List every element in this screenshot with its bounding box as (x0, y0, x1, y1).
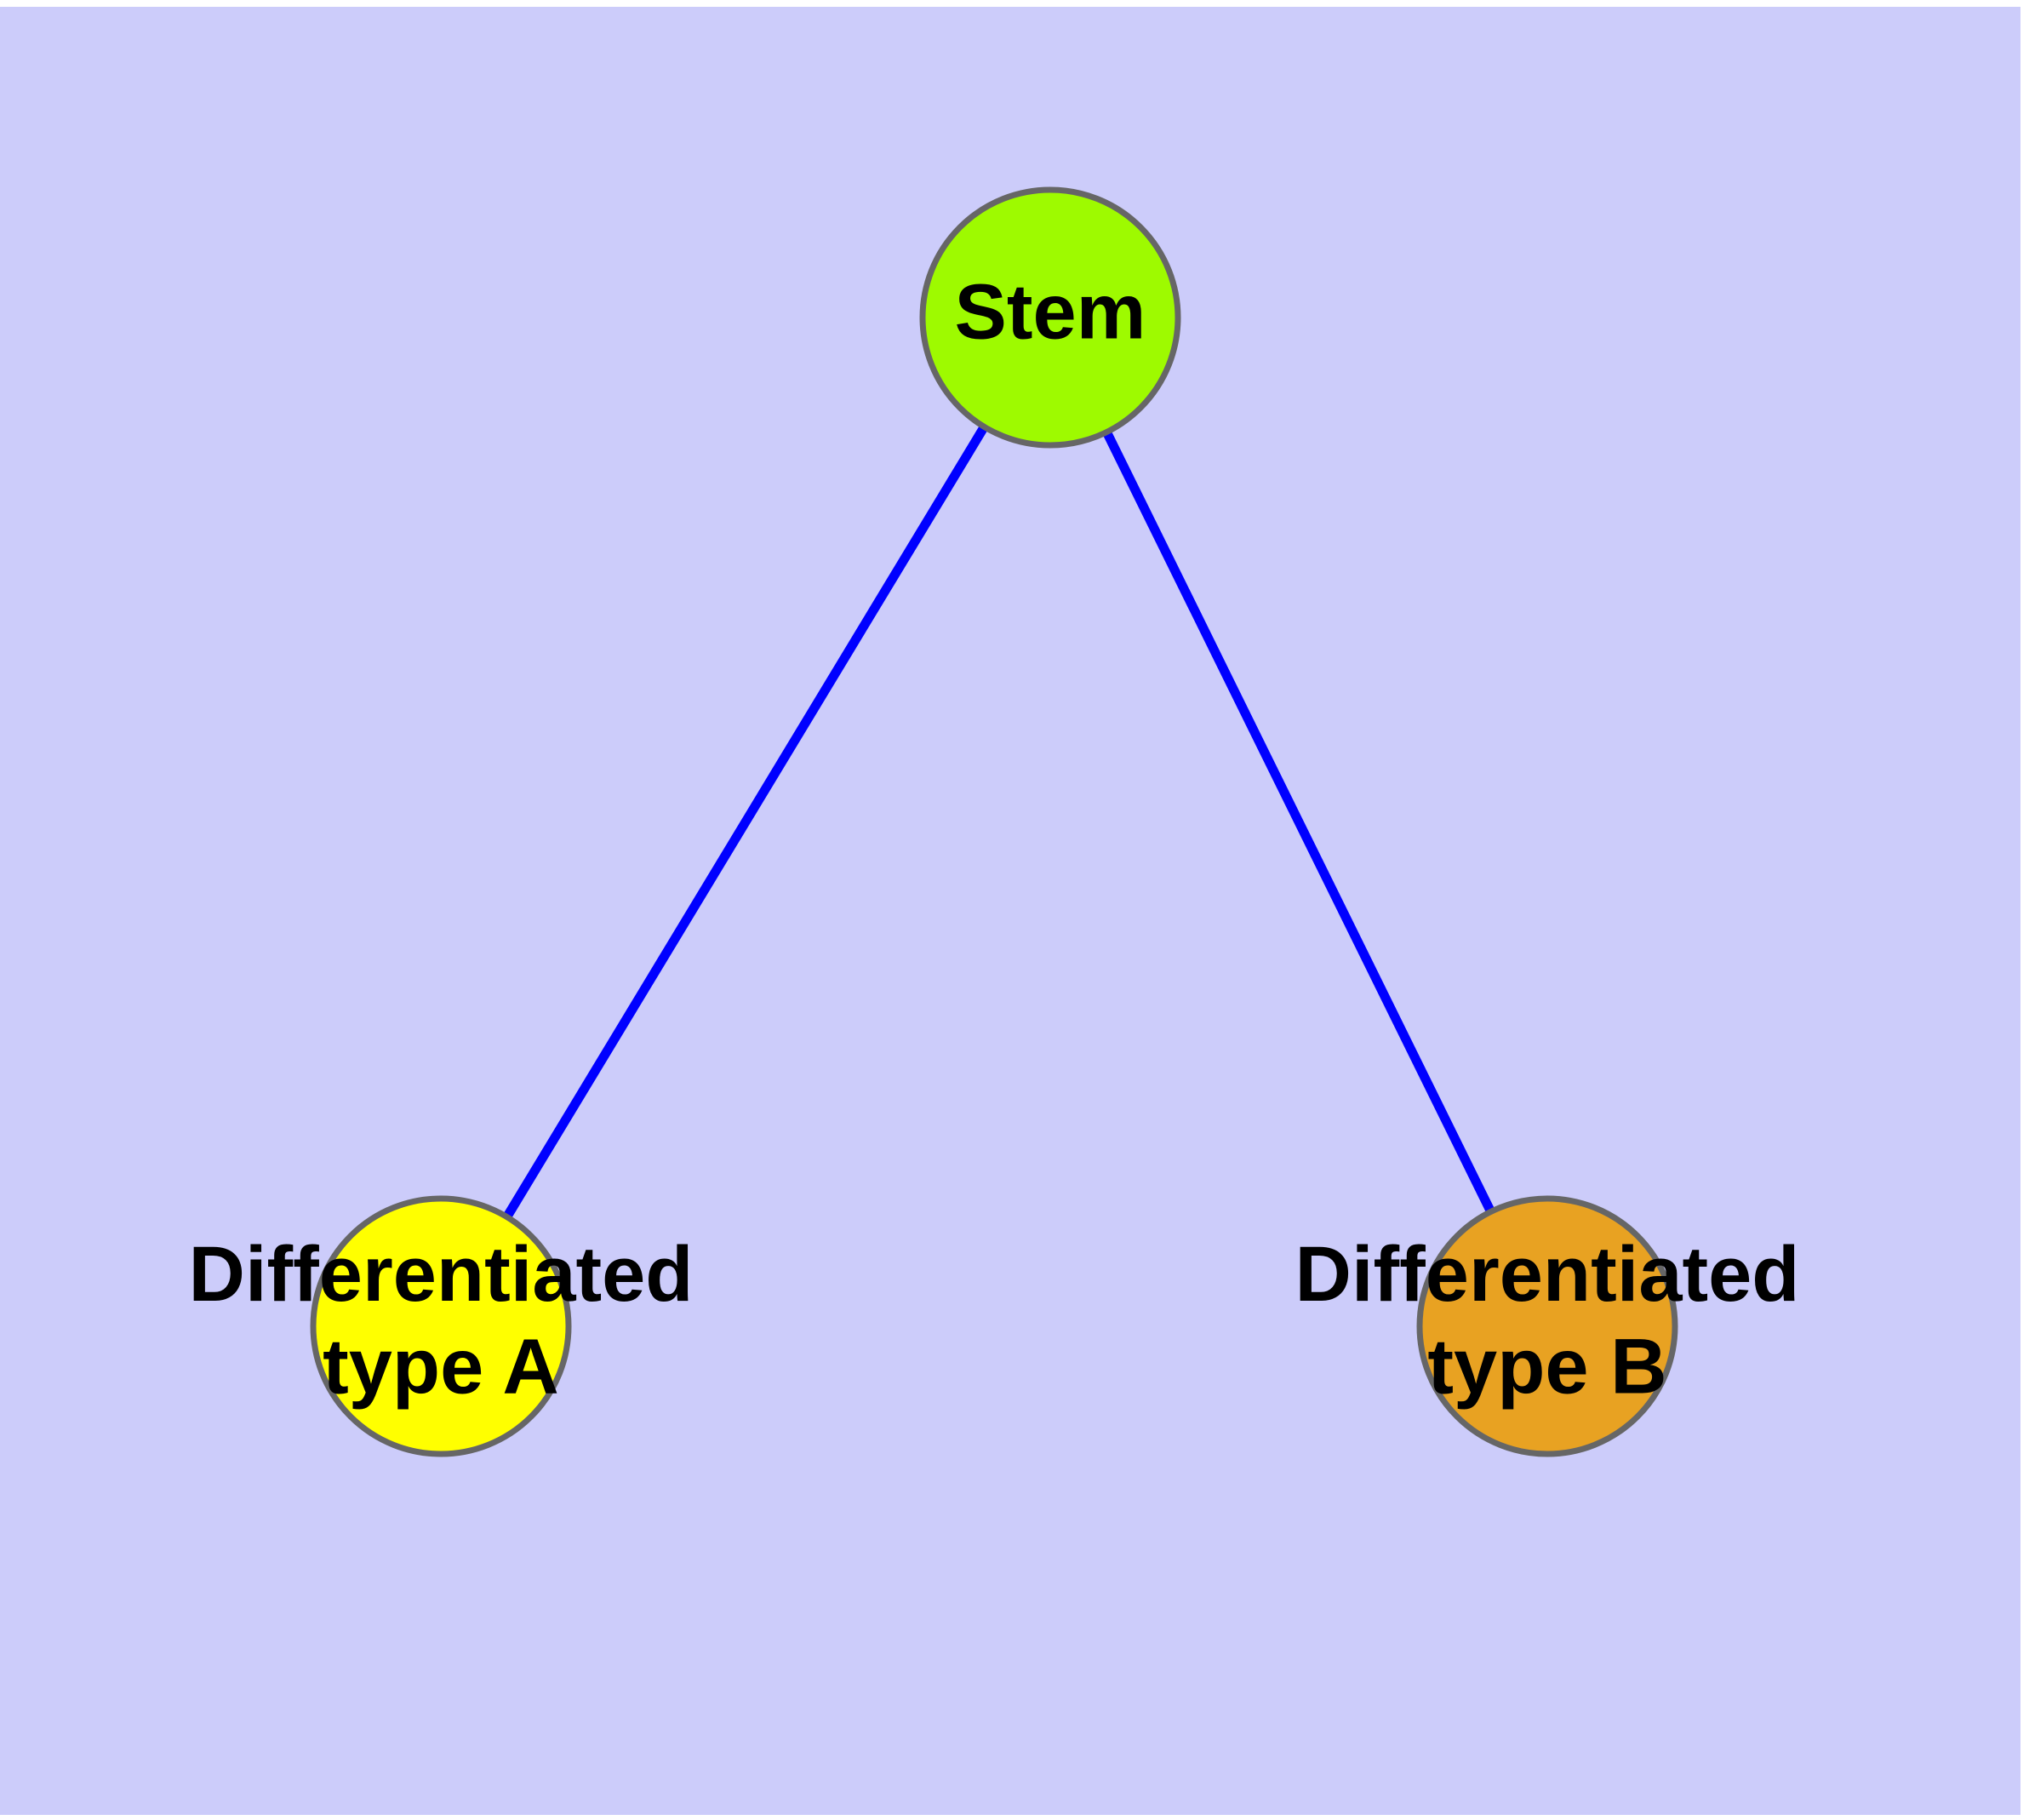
node-circle-stem[interactable] (919, 186, 1181, 449)
node-label-diff-b-line-2: type B (1427, 1324, 1666, 1411)
node-label-diff-a-line-1: Differentiated (189, 1231, 694, 1318)
node-circle-diff-a[interactable] (310, 1195, 572, 1457)
node-circle-diff-b[interactable] (1416, 1195, 1678, 1457)
edges-layer (502, 424, 1495, 1220)
graph-node-stem[interactable]: Stem (919, 186, 1181, 449)
node-label-stem-line-1: Stem (955, 268, 1146, 355)
graph-edge-stem-to-diff-b[interactable] (1102, 430, 1495, 1214)
node-label-diff-a-line-2: type A (323, 1324, 559, 1411)
node-label-diff-b-line-1: Differentiated (1295, 1231, 1800, 1318)
graph-edge-stem-to-diff-a[interactable] (502, 424, 989, 1220)
